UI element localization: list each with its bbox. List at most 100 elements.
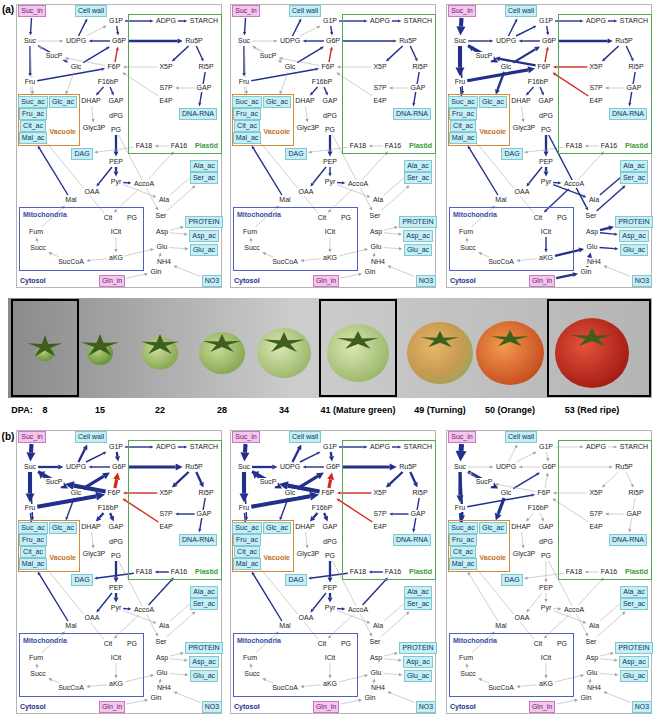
pool-box: Ser_ac <box>404 598 432 610</box>
stage-label: 15 <box>94 405 106 415</box>
flux-arrow <box>38 466 58 468</box>
arrow-head <box>615 247 619 250</box>
flux-arrow <box>513 49 535 62</box>
arrow-head <box>388 266 392 269</box>
flux-map-panel: CytosolSuc_inCell wallPlastidDNA-RNAVacu… <box>230 430 436 714</box>
stage-label: 53 (Red ripe) <box>564 405 621 415</box>
arrow-head <box>519 465 523 468</box>
arrow-head <box>103 452 107 455</box>
flux-arrow <box>600 233 614 234</box>
flux-arrow <box>471 136 534 213</box>
node-label: Cit_ac <box>23 122 43 129</box>
metabolite-label: PG <box>126 214 138 222</box>
metabolite-label: G1P <box>108 443 124 451</box>
node-label: Suc_ac <box>21 98 44 105</box>
arrow-head <box>364 445 368 448</box>
arrow-head <box>155 207 158 211</box>
arrow-head <box>544 675 547 679</box>
arrow-head <box>622 612 626 616</box>
metabolite-label: STARCH <box>189 17 219 25</box>
flux-arrow <box>513 474 537 488</box>
arrow-head <box>305 545 308 549</box>
flux-arrow <box>410 46 416 58</box>
arrow-head <box>580 19 584 22</box>
flux-arrow <box>459 18 464 27</box>
arrow-head <box>192 186 196 190</box>
flux-arrow <box>86 453 103 462</box>
node-label: Vacuole <box>50 128 76 136</box>
metabolite-label: Ru5P <box>398 37 418 45</box>
metabolite-label: GAP <box>538 523 555 531</box>
metabolite-label: Suc <box>453 37 467 45</box>
arrow-head <box>456 26 465 35</box>
arrow-head <box>585 570 589 573</box>
flux-arrow <box>170 228 181 231</box>
input-box: Gln_in <box>99 701 125 713</box>
flux-arrow <box>90 685 107 687</box>
metabolite-label: GAP <box>410 510 427 518</box>
metabolite-label: Mal <box>64 622 77 630</box>
arrow-head <box>574 699 578 702</box>
arrow-head <box>558 607 562 610</box>
arrow-head <box>109 516 114 522</box>
flux-arrow <box>178 446 184 447</box>
flux-arrow <box>599 674 614 675</box>
metabolite-label: STARCH <box>403 17 433 25</box>
flux-arrow <box>293 449 299 462</box>
pool-box: Mal_ac <box>449 132 478 144</box>
flux-arrow <box>607 267 631 277</box>
node-label: Suc_ac <box>21 524 44 531</box>
flux-arrow <box>128 40 178 42</box>
arrow-head <box>25 493 34 502</box>
metabolite-label: Ala <box>372 622 384 630</box>
panel-letter: (a) <box>1 4 15 15</box>
flux-arrow <box>92 532 93 545</box>
metabolite-label: Glyc3P <box>512 124 537 132</box>
arrow-head <box>553 65 557 68</box>
metabolite-label: Ser <box>369 638 382 646</box>
metabolite-label: dPG <box>108 112 124 120</box>
metabolite-label: Ser <box>585 212 598 220</box>
metabolite-label: Ri5P <box>197 489 214 497</box>
metabolite-label: Glu <box>156 669 169 677</box>
arrow-head <box>516 685 520 688</box>
flux-arrow <box>384 228 395 231</box>
flux-arrow <box>384 659 398 660</box>
node-label: Gln_in <box>102 277 122 284</box>
metabolite-label: UDPG <box>65 37 87 45</box>
arrow-head <box>490 39 494 42</box>
metabolite-label: GAP <box>108 97 125 105</box>
metabolite-label: OAA <box>514 188 531 196</box>
node-label: Plastid <box>195 568 218 576</box>
metabolite-label: Glu <box>370 669 383 677</box>
node-label: Mitochondria <box>237 637 281 645</box>
node-label: PROTEIN <box>618 644 649 651</box>
flux-arrow <box>306 532 307 545</box>
flux-arrow <box>528 513 533 519</box>
pool-box: NO3 <box>416 701 436 713</box>
pool-box: DNA-RNA <box>609 108 647 120</box>
flux-arrow <box>342 465 390 468</box>
metabolite-label: PEP <box>108 584 124 592</box>
node-label: Fru_ac <box>22 536 44 543</box>
flux-arrow <box>329 167 330 173</box>
node-label: Cell wall <box>292 433 318 440</box>
node-label: Cit_ac <box>237 122 257 129</box>
arrow-head <box>323 516 328 522</box>
flux-arrow <box>600 659 614 660</box>
node-label: Gln_in <box>102 703 122 710</box>
arrow-head <box>114 635 118 639</box>
metabolite-label: Suc <box>23 463 37 471</box>
metabolite-label: Gln <box>364 268 377 276</box>
arrow-head <box>86 259 90 262</box>
stage-label: 49 (Turning) <box>413 405 466 415</box>
flux-arrow <box>333 135 371 207</box>
metabolite-label: Ala <box>372 196 384 204</box>
flux-arrow <box>410 472 415 483</box>
node-label: PROTEIN <box>402 644 433 651</box>
arrow-head <box>369 633 372 637</box>
stage-label: 50 (Orange) <box>484 405 536 415</box>
arrow-head <box>184 233 188 236</box>
metabolite-label: GAP <box>322 97 339 105</box>
pool-box: DAG <box>285 148 306 160</box>
